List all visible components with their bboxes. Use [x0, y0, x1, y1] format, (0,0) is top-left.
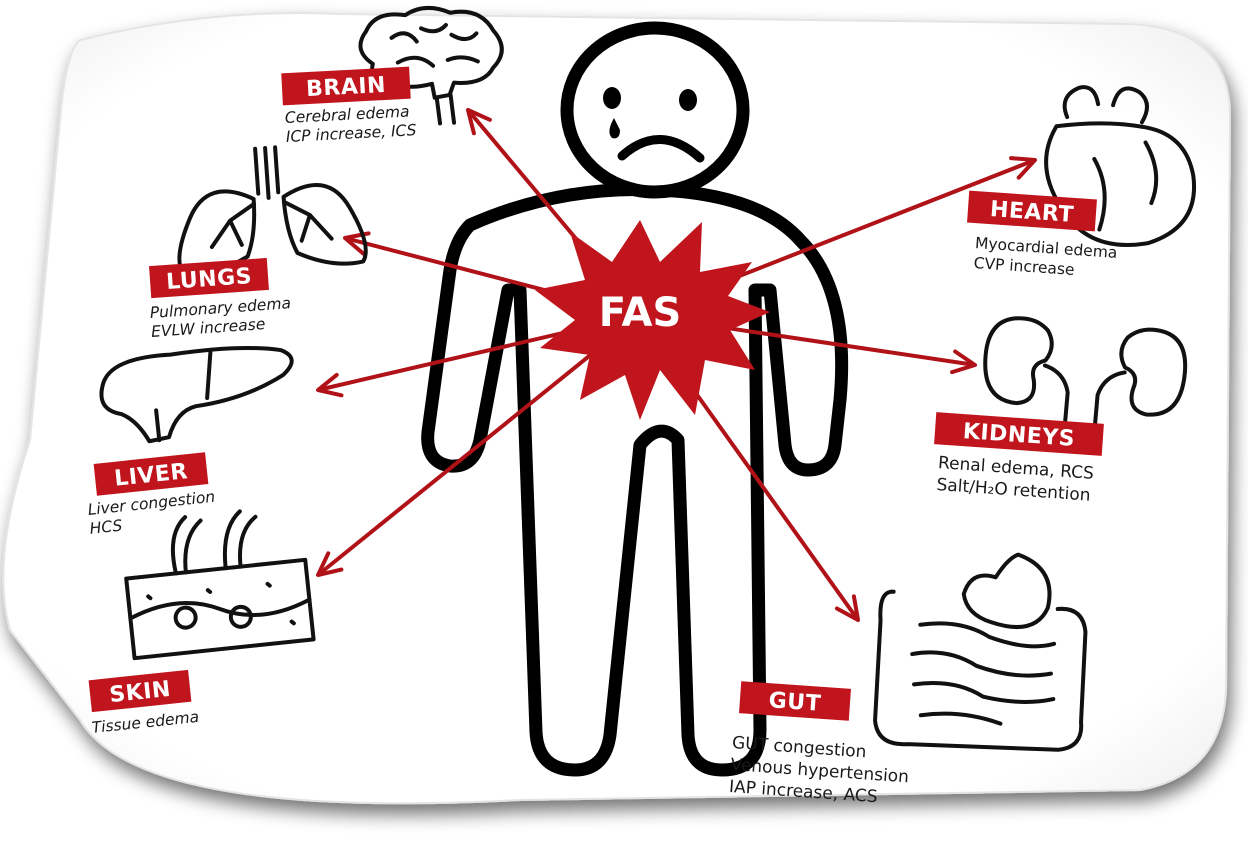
- left-eye: [603, 87, 621, 109]
- figure-head: [567, 28, 743, 192]
- liver-desc-line2: HCS: [89, 517, 123, 538]
- fas-label: FAS: [599, 290, 682, 336]
- brain-title: BRAIN: [306, 73, 387, 102]
- right-eye: [679, 89, 697, 111]
- gut-title: GUT: [768, 688, 822, 717]
